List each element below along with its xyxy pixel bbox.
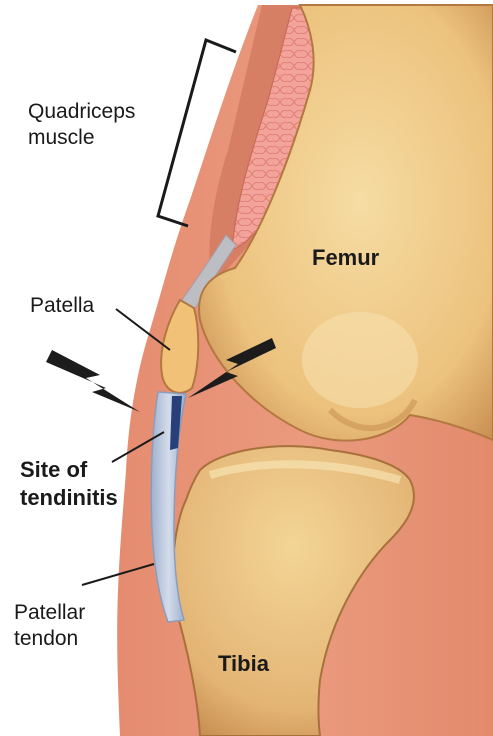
tibia-label: Tibia [218, 650, 269, 678]
site-of-tendinitis-label: Site of tendinitis [20, 456, 118, 512]
patella-label: Patella [30, 293, 94, 319]
femur-label: Femur [312, 244, 379, 272]
quadriceps-label: Quadriceps muscle [28, 99, 135, 151]
pain-lightning-left [46, 350, 140, 412]
patellar-tendon-label: Patellar tendon [14, 600, 85, 652]
